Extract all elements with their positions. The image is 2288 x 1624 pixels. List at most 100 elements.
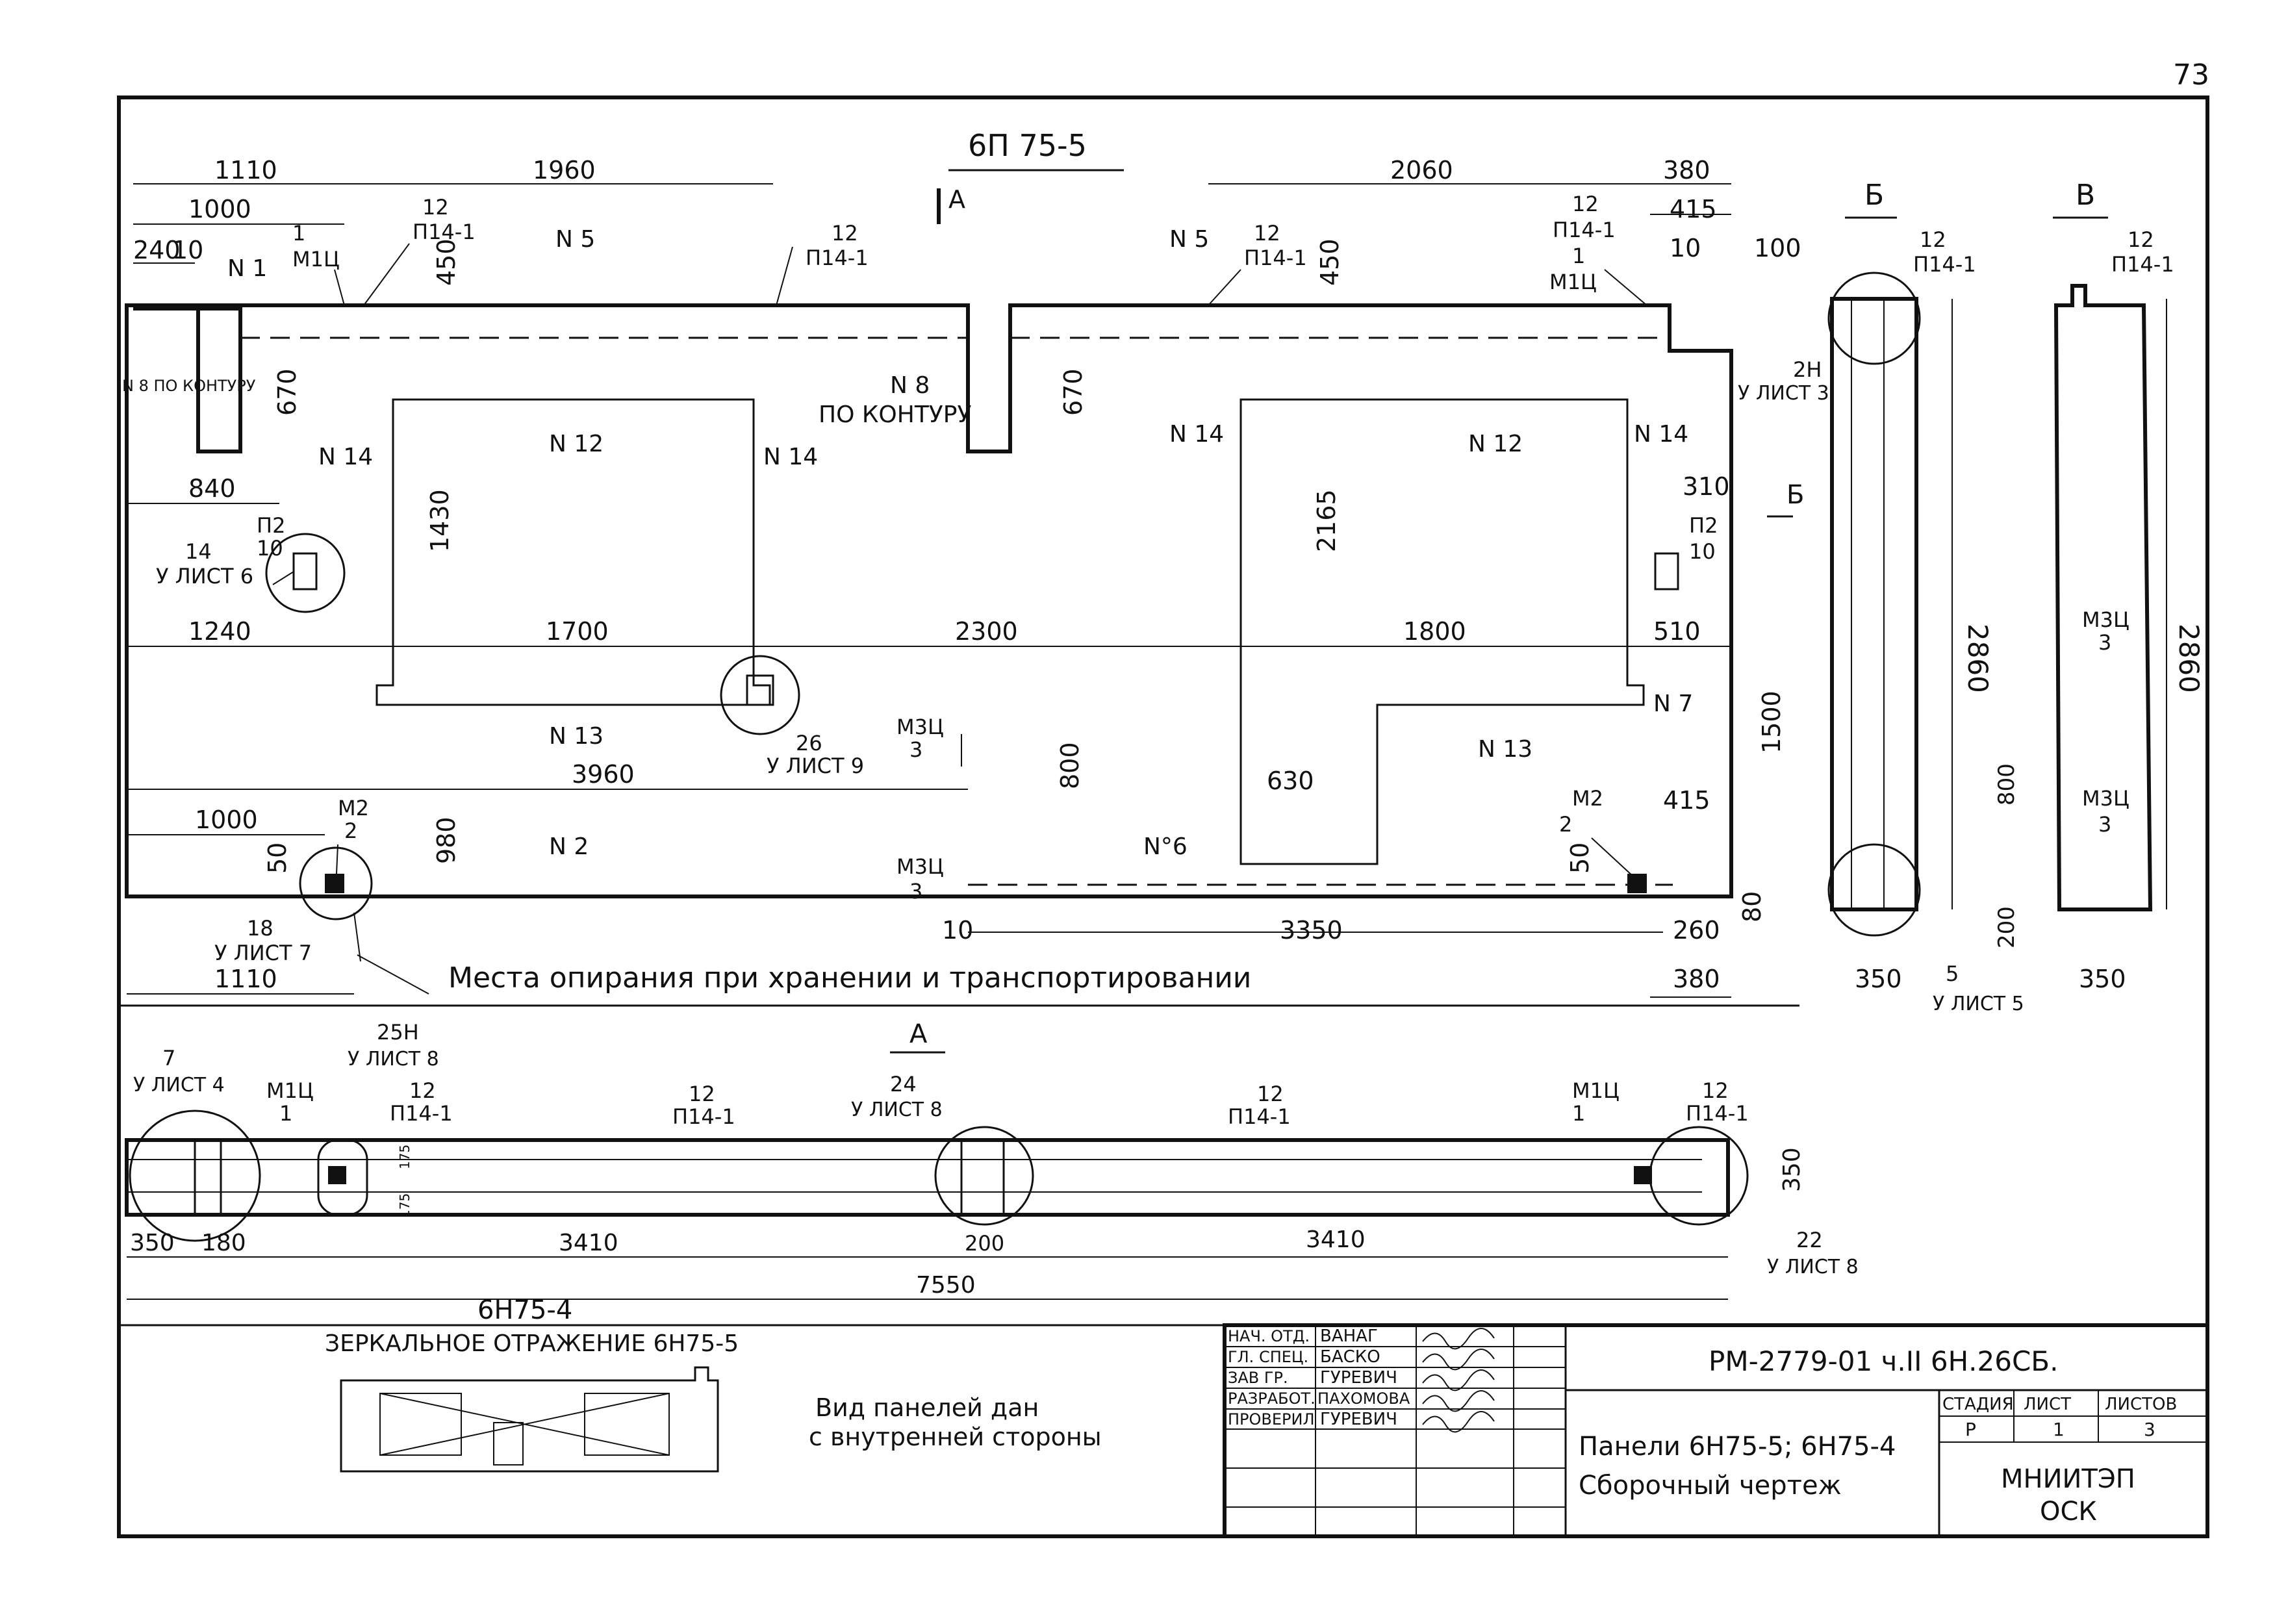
svg-text:М3Ц: М3Ц [896,715,944,739]
plan-a: А 7 У ЛИСТ 4 25Н У ЛИСТ 8 М1Ц 1 12 П14-1… [125,1019,1859,1300]
svg-text:2060: 2060 [1390,156,1453,184]
mirror-sketch [340,1366,719,1473]
svg-text:М2: М2 [1572,786,1603,811]
svg-text:N 12: N 12 [549,431,604,457]
svg-text:415: 415 [1670,195,1717,223]
svg-text:510: 510 [1653,617,1701,646]
signature-5 [1422,1411,1495,1433]
svg-text:3410: 3410 [1306,1226,1366,1253]
svg-text:НАЧ. ОТД.: НАЧ. ОТД. [1228,1327,1310,1345]
top-dimensions: 1110 1960 2060 380 1000 415 240 10 450 4… [133,156,1801,286]
svg-text:П2: П2 [257,513,285,538]
svg-text:380: 380 [1663,156,1710,184]
svg-text:12: 12 [1702,1078,1729,1103]
svg-text:2860: 2860 [2173,624,2205,693]
svg-text:ВАНАГ: ВАНАГ [1320,1326,1378,1346]
svg-text:П14-1: П14-1 [413,220,476,244]
svg-text:630: 630 [1267,767,1314,795]
svg-text:П14-1: П14-1 [806,246,869,270]
svg-text:12: 12 [1920,227,1946,252]
embedded-p2-right [1654,552,1679,590]
svg-text:Р: Р [1965,1419,1976,1440]
description-1: Панели 6Н75-5; 6Н75-4 [1579,1432,1896,1462]
svg-text:N 14: N 14 [1634,421,1688,448]
svg-text:10: 10 [1670,234,1701,262]
svg-text:М3Ц: М3Ц [2082,607,2129,632]
svg-text:N 14: N 14 [1169,421,1224,448]
svg-text:У ЛИСТ 7: У ЛИСТ 7 [214,941,312,965]
svg-text:14: 14 [185,539,212,564]
svg-text:200: 200 [1994,906,2020,948]
svg-text:N 13: N 13 [549,723,604,750]
svg-text:12: 12 [2128,227,2154,252]
node-labels: N 1 N 5 N 5 N 8 ПО КОНТУРУ N 14 N 12 N 1… [122,226,1693,860]
arrow-b-label: Б [1786,480,1804,510]
svg-text:12: 12 [832,221,858,246]
embedded-m2-left [325,874,344,893]
org-name: МНИИТЭП [2001,1464,2135,1494]
svg-text:310: 310 [1683,472,1730,501]
svg-text:П14-1: П14-1 [390,1101,453,1126]
leader-lines [272,243,1647,995]
svg-text:У ЛИСТ 8: У ЛИСТ 8 [1767,1256,1859,1278]
svg-text:980: 980 [432,817,461,864]
svg-text:БАСКО: БАСКО [1320,1347,1380,1367]
svg-text:200: 200 [965,1231,1004,1256]
side-view-b: Б 12 П14-1 2Н У ЛИСТ 3 2860 350 5 У ЛИСТ… [1738,179,2024,1015]
svg-text:2Н: 2Н [1793,357,1822,382]
plan-a-title: А [909,1019,928,1049]
svg-text:1430: 1430 [426,489,454,552]
svg-text:П2: П2 [1689,513,1718,538]
svg-text:П14-1: П14-1 [1553,218,1616,242]
svg-text:3: 3 [2098,630,2111,655]
svg-text:N 2: N 2 [549,833,589,860]
svg-text:1110: 1110 [214,156,277,184]
detail-circle-14 [265,533,346,613]
svg-text:25Н: 25Н [377,1020,419,1045]
svg-text:450: 450 [1316,238,1344,286]
svg-text:3410: 3410 [559,1230,618,1256]
svg-text:175: 175 [397,1193,413,1218]
svg-text:670: 670 [1059,368,1087,416]
svg-text:М3Ц: М3Ц [896,854,944,879]
svg-text:У ЛИСТ 8: У ЛИСТ 8 [851,1098,943,1121]
svg-text:1: 1 [292,221,305,246]
svg-text:2: 2 [1559,812,1572,837]
svg-text:1960: 1960 [533,156,596,184]
svg-text:22: 22 [1796,1228,1823,1252]
svg-text:2860: 2860 [1962,624,1994,693]
svg-text:ЗАВ ГР.: ЗАВ ГР. [1228,1369,1288,1387]
svg-text:800: 800 [1994,763,2020,806]
svg-text:П14-1: П14-1 [1244,246,1307,270]
svg-text:350: 350 [1855,965,1902,993]
svg-text:380: 380 [1673,965,1720,993]
svg-text:П14-1: П14-1 [1686,1101,1749,1126]
svg-text:N 12: N 12 [1468,431,1523,457]
support-note: Места опирания при хранении и транспорти… [448,961,1251,995]
side-b-outline [1830,297,1918,911]
view-note-1: Вид панелей дан [815,1393,1039,1422]
svg-text:N 8: N 8 [890,372,930,399]
svg-text:РАЗРАБОТ.: РАЗРАБОТ. [1228,1389,1316,1408]
svg-text:П14-1: П14-1 [672,1104,735,1129]
svg-text:2300: 2300 [955,617,1018,646]
section-a-mark: А [948,185,965,214]
svg-text:ПРОВЕРИЛ: ПРОВЕРИЛ [1228,1410,1315,1428]
svg-text:3350: 3350 [1280,916,1343,945]
svg-text:1000: 1000 [195,806,258,834]
detail-circle-18 [299,846,373,920]
svg-text:670: 670 [273,368,301,416]
svg-text:N 14: N 14 [763,444,818,470]
svg-text:ГУРЕВИЧ: ГУРЕВИЧ [1320,1410,1397,1429]
mirror-note: 6Н75-4 ЗЕРКАЛЬНОЕ ОТРАЖЕНИЕ 6Н75-5 Вид п… [325,1295,1102,1473]
svg-text:М1Ц: М1Ц [292,247,340,272]
main-title: 6П 75-5 [968,128,1087,163]
callouts: 1 М1Ц 12 П14-1 12 П14-1 12 П14-1 12 П14-… [156,192,1718,965]
svg-text:80: 80 [1738,891,1766,922]
svg-text:800: 800 [1056,742,1084,789]
side-view-v: В 12 П14-1 2860 М3Ц 3 М3Ц 3 800 200 350 [1994,179,2205,993]
svg-text:М2: М2 [338,796,369,820]
right-opening [1239,398,1645,865]
svg-text:5: 5 [1946,961,1959,986]
